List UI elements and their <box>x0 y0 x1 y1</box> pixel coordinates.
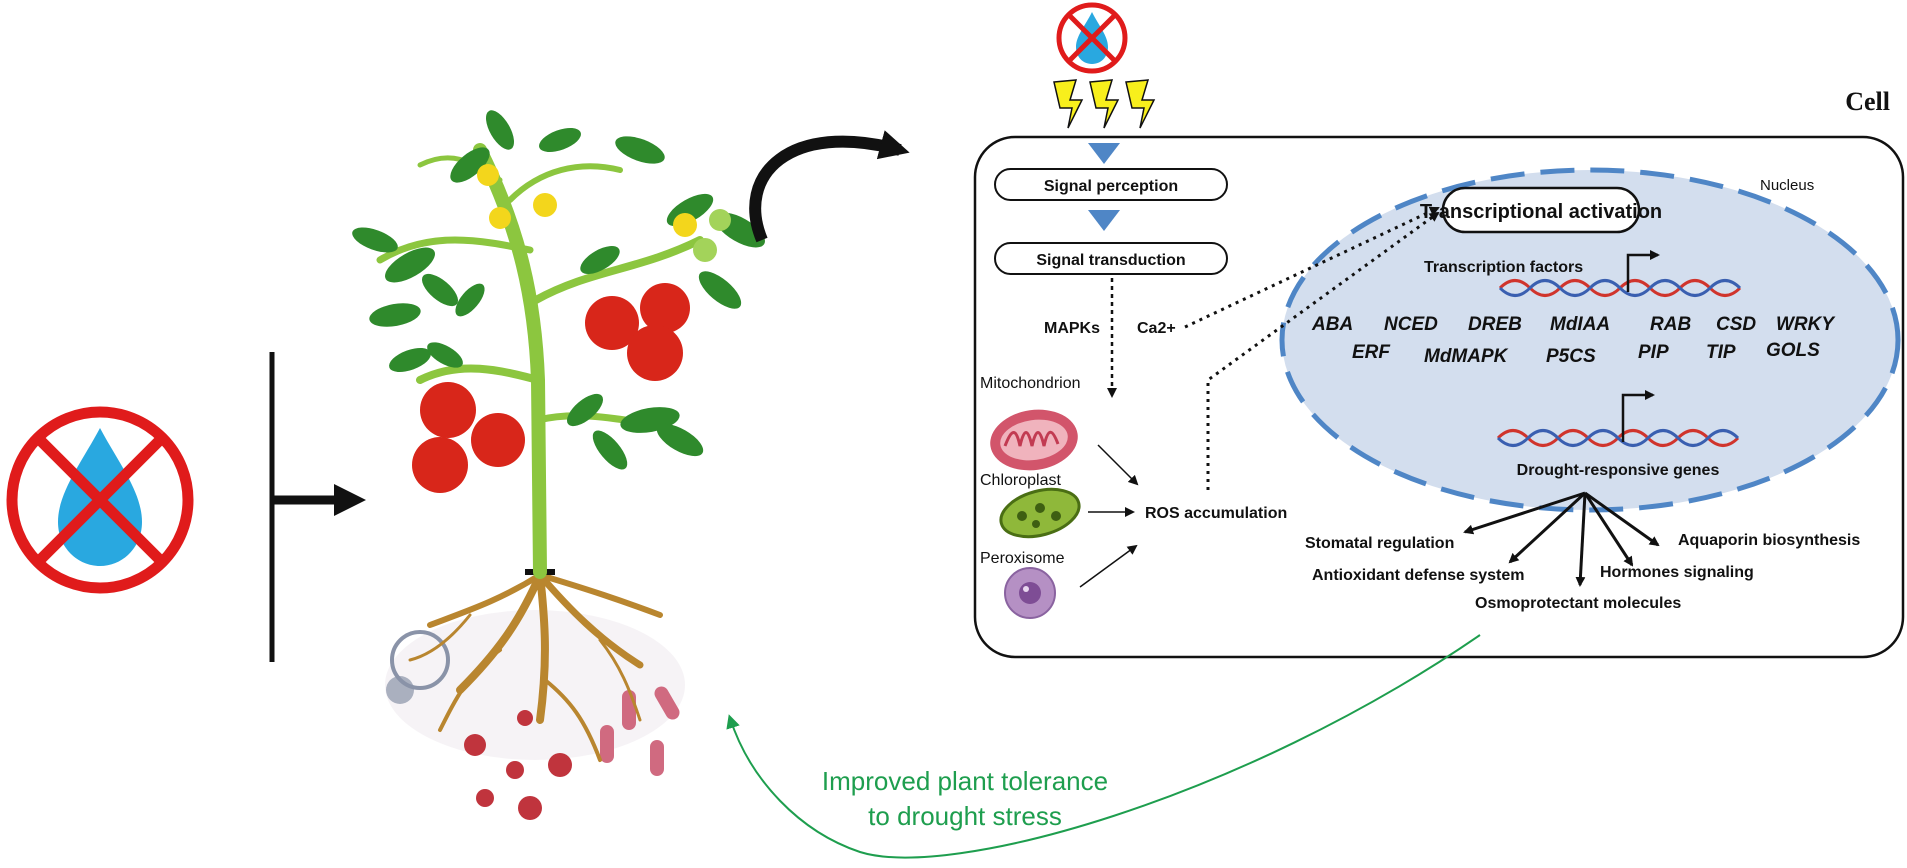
gene-label: MdIAA <box>1550 314 1610 335</box>
tomato-plant-icon <box>352 110 765 820</box>
stress-to-plant-arrow <box>269 352 366 662</box>
gene-label: MdMAPK <box>1424 346 1509 367</box>
signal-triangle <box>1088 210 1120 231</box>
response-arrows <box>1463 491 1660 587</box>
cell-label: Cell <box>1845 87 1890 116</box>
signal-transduction-label: Signal transduction <box>1036 252 1185 269</box>
transcriptional-activation-box <box>1441 186 1641 234</box>
dna-icon <box>1498 250 1742 297</box>
gene-label: WRKY <box>1776 314 1836 335</box>
outcome-label-line1: Improved plant tolerance <box>822 766 1108 796</box>
organelle-arrow <box>1079 544 1138 588</box>
gene-label: RAB <box>1650 314 1691 335</box>
response-label: Stomatal regulation <box>1305 535 1454 552</box>
organelle-label: Chloroplast <box>980 472 1061 489</box>
organelle-label: Mitochondrion <box>980 375 1081 392</box>
outcome-label-line2: to drought stress <box>868 801 1062 831</box>
dna-icon <box>1496 390 1740 447</box>
mapks-label: MAPKs <box>1044 320 1100 337</box>
ca2-label: Ca2+ <box>1137 320 1176 337</box>
tolerance-feedback-arrow <box>726 634 1481 859</box>
gene-label: GOLS <box>1766 340 1820 361</box>
ca2-to-nucleus-arrow <box>1184 206 1440 329</box>
signal-triangle <box>1088 143 1120 164</box>
gene-label: ABA <box>1311 314 1353 335</box>
peroxisome-icon <box>1004 567 1056 619</box>
drought-responsive-genes-label: Drought-responsive genes <box>1517 462 1720 479</box>
no-water-icon <box>6 406 194 594</box>
gene-label: CSD <box>1716 314 1756 335</box>
organelle-arrow <box>1097 444 1139 486</box>
gene-label: PIP <box>1638 342 1669 363</box>
mitochondrion-icon <box>990 409 1078 471</box>
signal-perception-label: Signal perception <box>1044 178 1178 195</box>
organelle-label: Peroxisome <box>980 550 1065 567</box>
response-label: Hormones signaling <box>1600 564 1754 581</box>
transcriptional-activation-label: Transcriptional activation <box>1420 201 1662 223</box>
lightning-icon <box>1053 79 1156 129</box>
response-label: Osmoprotectant molecules <box>1475 595 1681 612</box>
ros-accumulation-label: ROS accumulation <box>1145 505 1287 522</box>
plant-to-cell-arrow <box>749 130 910 243</box>
signal-transduction-box <box>994 242 1228 275</box>
response-label: Antioxidant defense system <box>1312 567 1525 584</box>
nucleus-label: Nucleus <box>1760 177 1814 194</box>
signal-perception-box <box>994 168 1228 201</box>
transcription-factors-label: Transcription factors <box>1424 259 1583 276</box>
no-water-icon <box>1056 2 1128 74</box>
gene-label: NCED <box>1384 314 1438 335</box>
gene-label: TIP <box>1706 342 1736 363</box>
chloroplast-icon <box>999 487 1081 539</box>
bacteria-icon <box>600 686 680 776</box>
microbe-icon <box>386 630 572 820</box>
gene-label: P5CS <box>1546 346 1596 367</box>
response-label: Aquaporin biosynthesis <box>1678 532 1860 549</box>
gene-label: DREB <box>1468 314 1522 335</box>
gene-label: ERF <box>1352 342 1391 363</box>
nucleus <box>1279 167 1901 513</box>
